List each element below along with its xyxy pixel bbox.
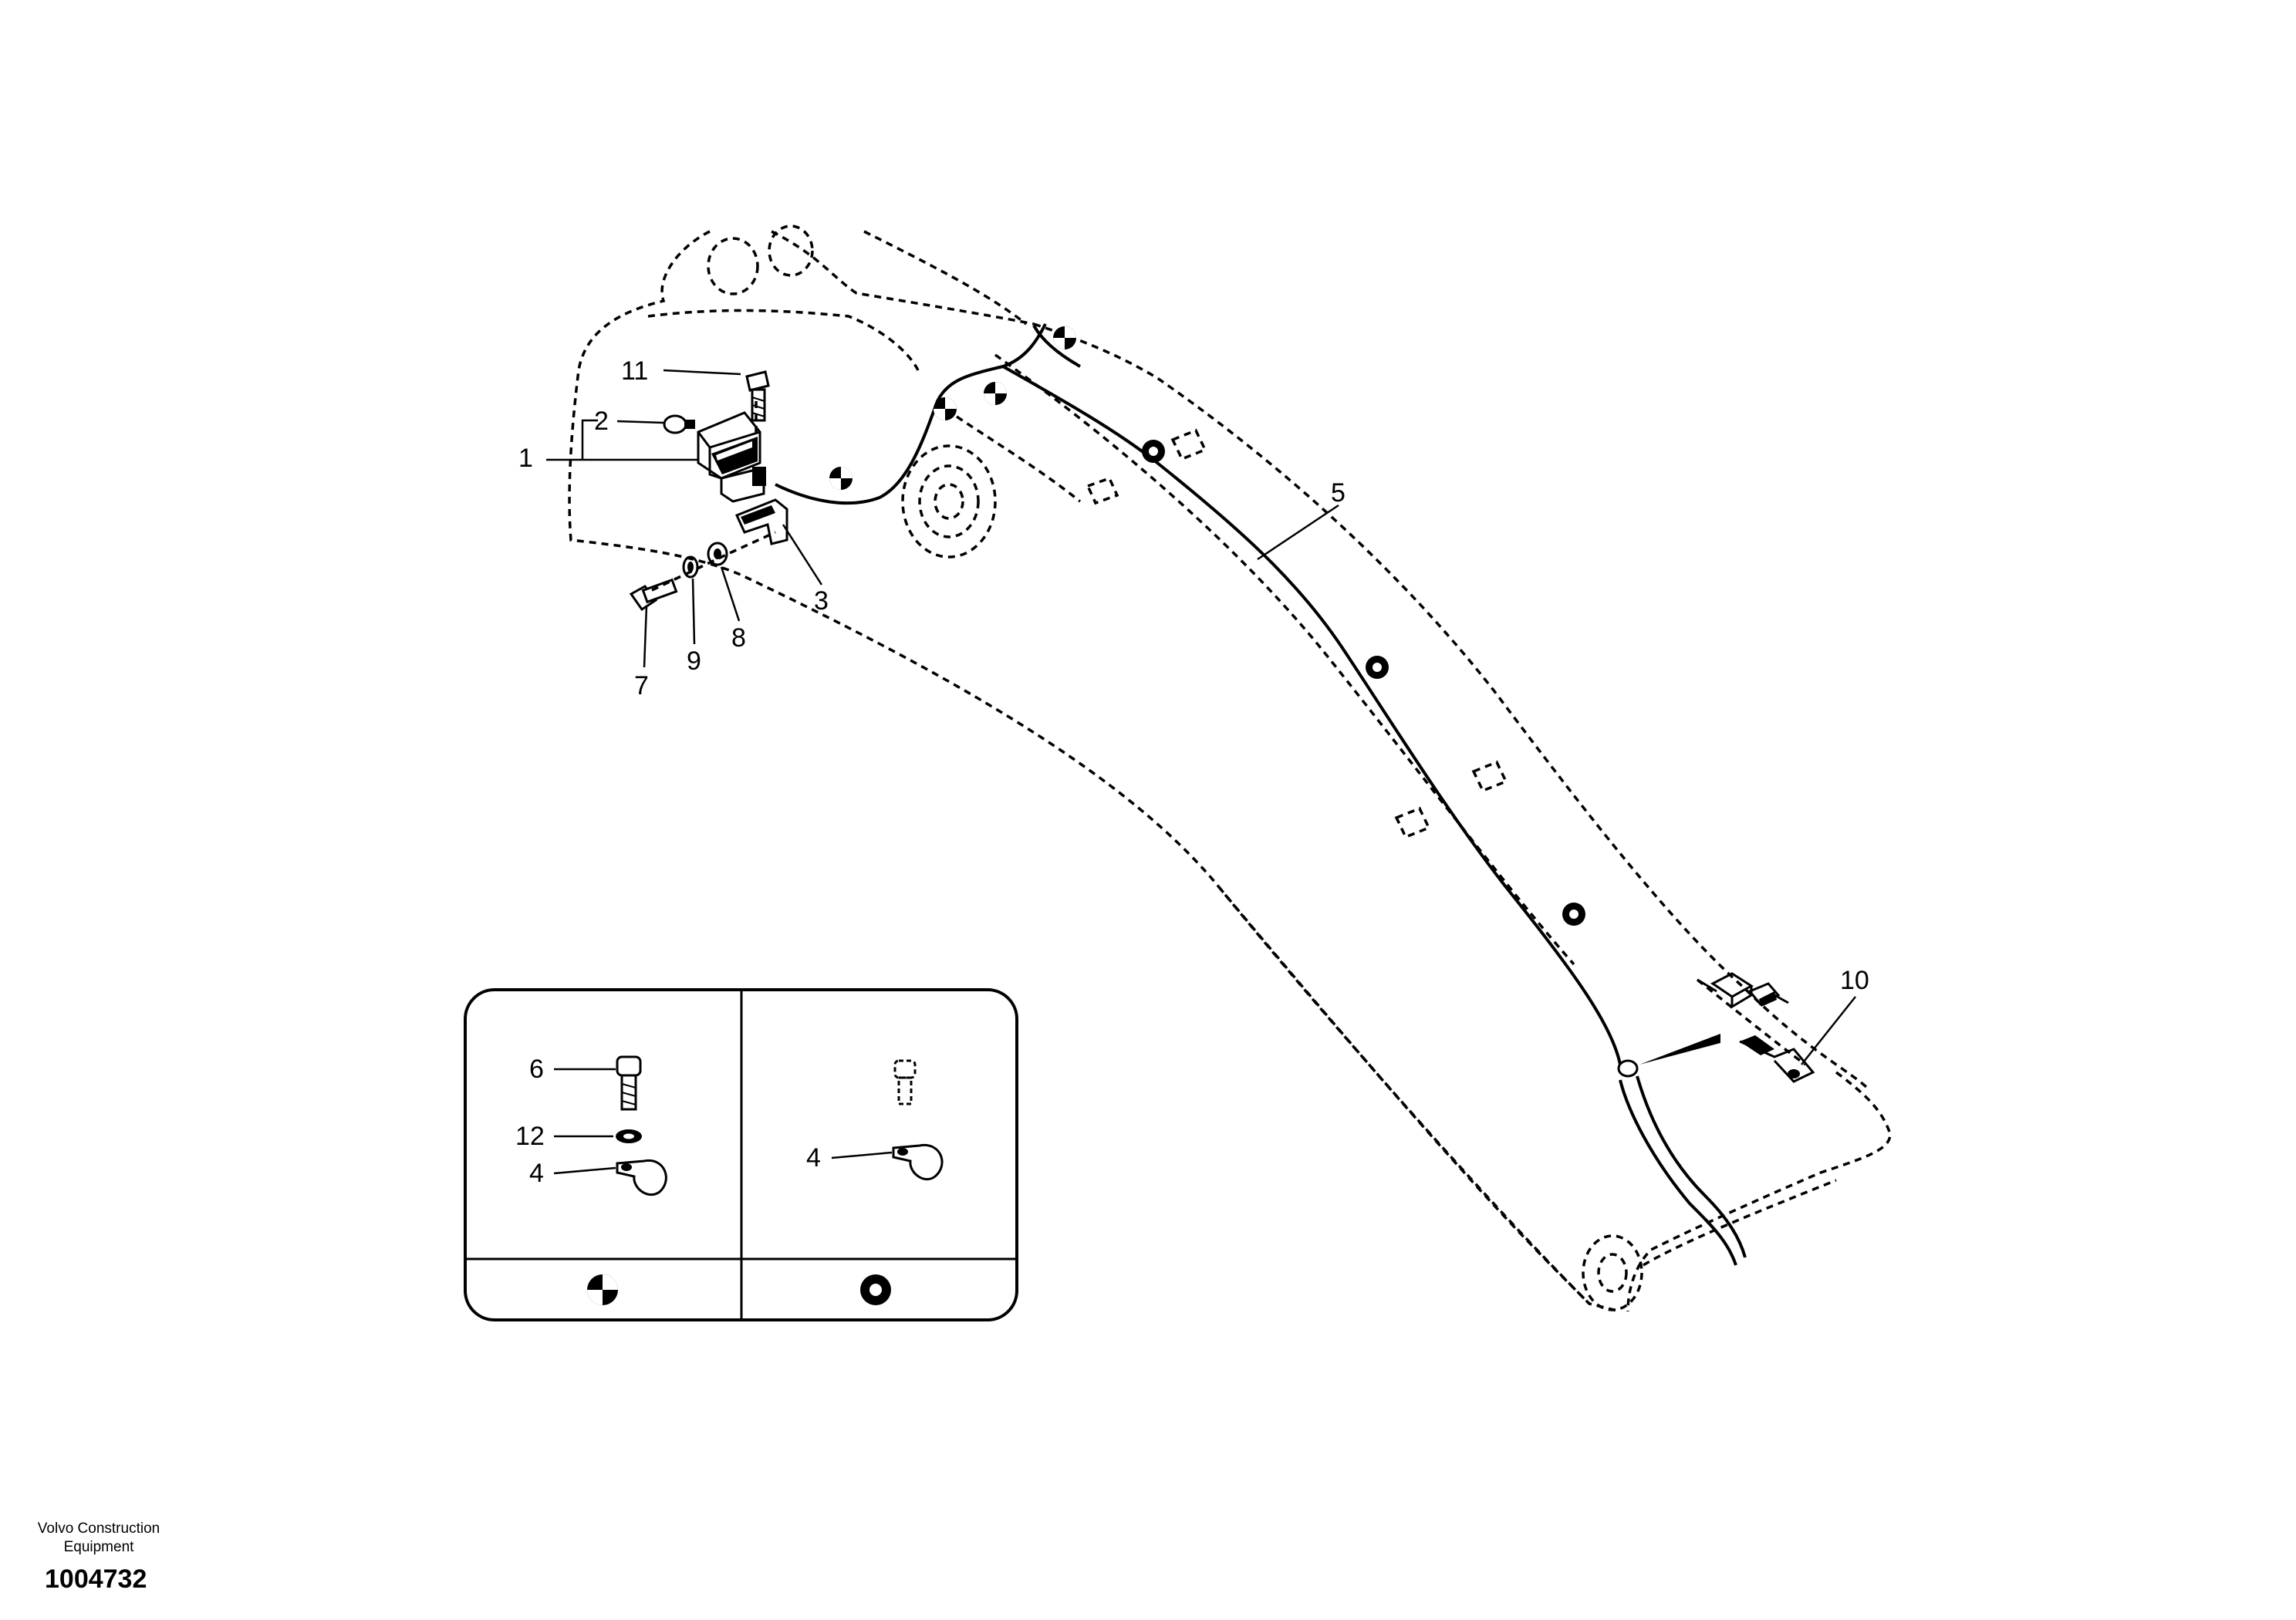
brand-label: Volvo Construction Equipment: [37, 1520, 160, 1555]
clamp-bolt-markers: [829, 326, 1076, 490]
connector-assembly: [1697, 972, 1815, 1083]
legend-washer-icon: [616, 1129, 642, 1143]
legend-left-item-1: 6: [529, 1055, 544, 1084]
bulb-icon: [663, 414, 695, 434]
callout-8: 8: [731, 623, 746, 653]
callout-5: 5: [1331, 478, 1346, 508]
bolt-icon: [629, 578, 678, 612]
callout-11: 11: [621, 356, 648, 386]
legend-bolt-icon: [616, 1055, 642, 1111]
legend-right-item-1: 4: [806, 1143, 821, 1173]
callout-10: 10: [1840, 966, 1869, 995]
callout-7: 7: [634, 671, 649, 700]
legend-left-item-3: 4: [529, 1159, 544, 1188]
clamp-bolt-symbol: [1053, 326, 1076, 349]
bolt-icon: [745, 370, 770, 422]
clamp-bolt-symbol: [587, 1274, 618, 1305]
legend-box: 6 12 4 4: [464, 988, 1018, 1321]
drawing-number: 1004732: [45, 1564, 147, 1594]
weld-nut-markers: [1142, 440, 1585, 926]
work-lamp-assembly: [629, 370, 788, 612]
legend-left-item-2: 12: [515, 1122, 545, 1151]
callout-2: 2: [594, 407, 609, 436]
callouts: 11 2 1 3 5 7 9 8 10: [518, 356, 1869, 1065]
clamp-bolt-symbol: [829, 467, 853, 490]
callout-9: 9: [687, 646, 701, 676]
legend-clamp-icon: [616, 1159, 667, 1196]
boom-outline: [568, 224, 1892, 1313]
clamp-weld-nut-symbol: [860, 1274, 891, 1305]
clamp-bolt-symbol: [984, 382, 1007, 405]
legend-clamp-icon: [892, 1144, 944, 1181]
callout-1: 1: [518, 444, 533, 473]
legend-weld-nut-icon: [893, 1059, 917, 1105]
callout-3: 3: [814, 586, 829, 616]
wire-harness: [775, 323, 1747, 1266]
clamp-bolt-symbol: [934, 397, 957, 420]
